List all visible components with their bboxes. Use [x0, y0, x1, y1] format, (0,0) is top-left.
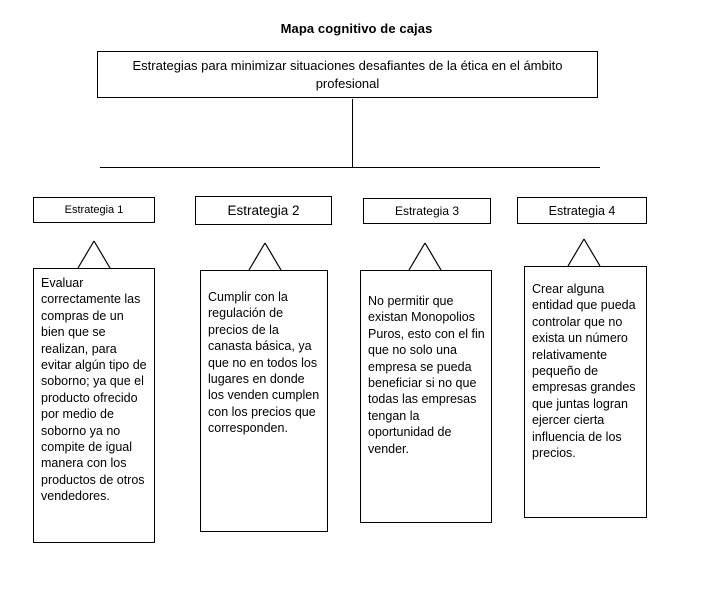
- strategy-label-text-3: Estrategia 3: [394, 204, 460, 218]
- triangle-up-icon-3: [408, 242, 442, 271]
- strategy-content-text-3: No permitir que existan Monopolios Puros…: [368, 294, 485, 456]
- strategy-label-box-1: Estrategia 1: [33, 197, 155, 223]
- page-title: Mapa cognitivo de cajas: [280, 21, 433, 36]
- horizontal-distribution-line: [100, 167, 600, 168]
- triangle-up-icon-1: [77, 240, 111, 269]
- triangle-up-icon-2: [248, 242, 282, 271]
- trunk-connector-line: [352, 99, 353, 168]
- strategy-content-box-3: No permitir que existan Monopolios Puros…: [360, 270, 492, 523]
- strategy-content-box-4: Crear alguna entidad que pueda controlar…: [524, 266, 647, 518]
- strategy-content-text-4: Crear alguna entidad que pueda controlar…: [532, 282, 636, 461]
- strategy-label-text-1: Estrategia 1: [64, 204, 124, 216]
- strategy-content-box-1: Evaluar correctamente las compras de un …: [33, 268, 155, 543]
- strategy-label-text-4: Estrategia 4: [548, 203, 616, 218]
- strategy-label-box-4: Estrategia 4: [517, 197, 647, 224]
- root-concept-text: Estrategias para minimizar situaciones d…: [132, 57, 563, 91]
- strategy-content-text-1: Evaluar correctamente las compras de un …: [41, 276, 147, 504]
- strategy-label-box-2: Estrategia 2: [195, 196, 332, 225]
- root-concept-box: Estrategias para minimizar situaciones d…: [97, 51, 598, 98]
- strategy-content-text-2: Cumplir con la regulación de precios de …: [208, 290, 320, 436]
- triangle-up-icon-4: [567, 238, 601, 267]
- strategy-label-box-3: Estrategia 3: [363, 198, 491, 224]
- strategy-content-box-2: Cumplir con la regulación de precios de …: [200, 270, 328, 532]
- strategy-label-text-2: Estrategia 2: [227, 202, 300, 218]
